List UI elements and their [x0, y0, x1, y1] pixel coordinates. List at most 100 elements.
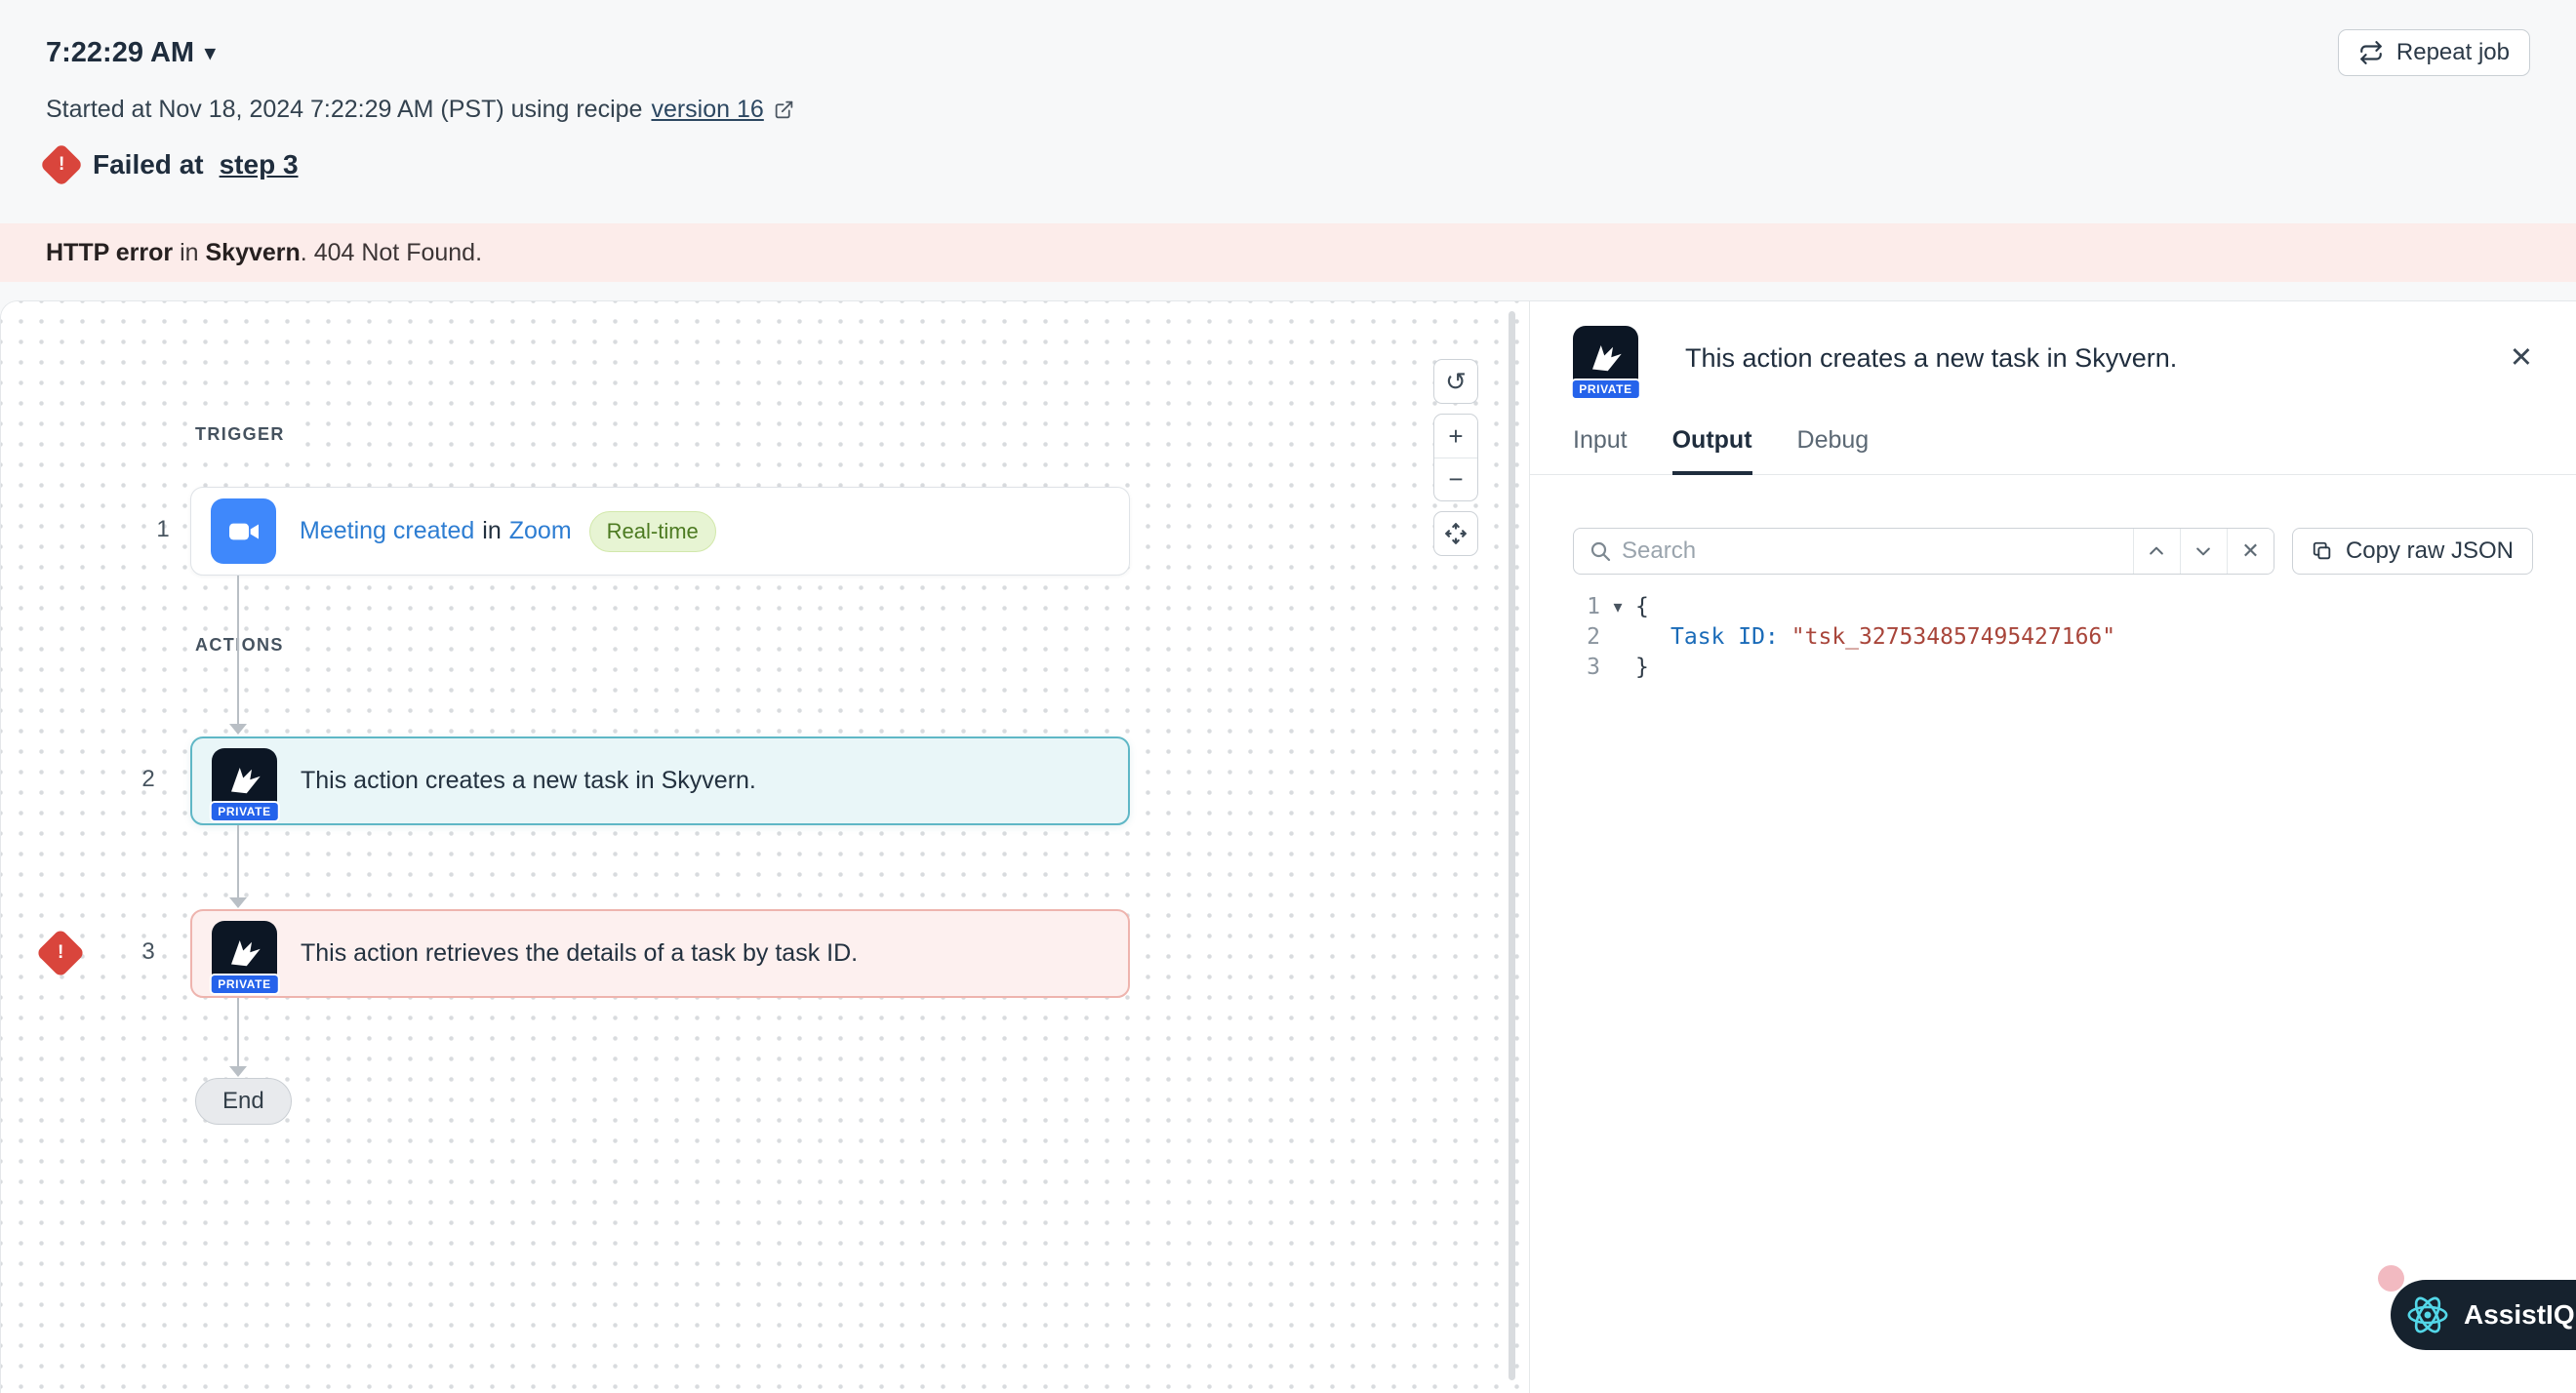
skyvern-app-icon: PRIVATE — [209, 748, 280, 822]
connector-line — [237, 998, 239, 1066]
assistiq-label: AssistIQ — [2464, 1299, 2575, 1330]
json-output-viewer: 1 ▾ { 2 Task ID: "tsk_327534857495427166… — [1530, 592, 2576, 683]
panel-title: This action creates a new task in Skyver… — [1685, 343, 2178, 373]
step-error-diamond-icon: ! — [35, 928, 86, 978]
trigger-label: TRIGGER — [193, 420, 295, 449]
trigger-app-link[interactable]: Zoom — [508, 517, 572, 544]
code-line: 2 Task ID: "tsk_327534857495427166" — [1573, 622, 2576, 653]
tab-debug[interactable]: Debug — [1796, 426, 1870, 454]
close-icon: ✕ — [2509, 342, 2533, 374]
assistiq-notification-dot — [2378, 1265, 2404, 1292]
code-brace-open: { — [1635, 594, 1649, 619]
run-status-row: ! Failed at step 3 — [39, 142, 2530, 187]
search-prev-button[interactable] — [2132, 529, 2180, 574]
end-node: End — [195, 1078, 292, 1125]
step-number-2: 2 — [141, 766, 155, 792]
output-toolbar: ✕ Copy raw JSON — [1530, 528, 2576, 575]
main-sheet: TRIGGER 1 Meeting created in Zoom Real-t… — [0, 300, 2576, 1393]
step-number-1: 1 — [156, 516, 170, 542]
zoom-app-icon — [211, 498, 276, 564]
tab-output[interactable]: Output — [1671, 426, 1752, 475]
private-badge: PRIVATE — [1570, 378, 1641, 400]
realtime-badge: Real-time — [588, 510, 716, 552]
private-badge: PRIVATE — [209, 801, 280, 822]
action-step-2-card[interactable]: PRIVATE This action creates a new task i… — [190, 736, 1130, 825]
search-icon — [1589, 539, 1612, 563]
close-panel-button[interactable]: ✕ — [2510, 344, 2533, 373]
code-line: 3 } — [1573, 653, 2576, 683]
run-started-text: Started at Nov 18, 2024 7:22:29 AM (PST)… — [46, 96, 643, 123]
connector-arrow-icon — [229, 1066, 247, 1077]
external-link-icon — [775, 100, 793, 119]
canvas-zoom-controls: + − — [1433, 414, 1478, 501]
copy-icon — [2313, 541, 2331, 560]
line-number: 3 — [1587, 655, 1600, 680]
reset-view-button[interactable]: ↺ — [1434, 360, 1477, 403]
workflow-canvas[interactable]: TRIGGER 1 Meeting created in Zoom Real-t… — [1, 301, 1529, 1393]
copy-raw-json-button[interactable]: Copy raw JSON — [2291, 528, 2533, 575]
json-key: Task ID: — [1670, 624, 1779, 650]
run-meta: Started at Nov 18, 2024 7:22:29 AM (PST)… — [46, 96, 2530, 124]
error-banner: HTTP error in Skyvern. 404 Not Found. — [0, 223, 2576, 282]
repeat-job-button[interactable]: Repeat job — [2337, 29, 2530, 76]
atom-icon — [2407, 1296, 2448, 1333]
panel-tabs: Input Output Debug — [1530, 426, 2576, 475]
code-brace-close: } — [1635, 655, 1649, 680]
search-group: ✕ — [1573, 528, 2274, 575]
failed-step-link[interactable]: step 3 — [219, 149, 299, 179]
dragon-icon — [230, 767, 261, 793]
error-banner-text: in — [173, 238, 206, 266]
action-step-3-card[interactable]: PRIVATE This action retrieves the detail… — [190, 909, 1130, 998]
fit-view-button[interactable] — [1434, 512, 1477, 555]
error-diamond-icon: ! — [39, 142, 84, 187]
zoom-out-button[interactable]: − — [1434, 458, 1477, 500]
zoom-in-button[interactable]: + — [1434, 415, 1477, 458]
run-timestamp: 7:22:29 AM — [46, 36, 195, 68]
repeat-icon — [2360, 41, 2382, 64]
connector-line — [237, 825, 239, 897]
close-icon: ✕ — [2241, 538, 2260, 563]
trigger-event-link[interactable]: Meeting created — [300, 517, 475, 544]
video-camera-icon — [228, 523, 259, 539]
private-badge: PRIVATE — [209, 974, 280, 995]
chevron-down-icon — [2196, 547, 2211, 556]
canvas-scrollbar[interactable] — [1509, 311, 1515, 1380]
canvas-fit-control — [1433, 511, 1478, 556]
reset-icon: ↺ — [1445, 366, 1467, 396]
search-next-button[interactable] — [2179, 529, 2227, 574]
chevron-up-icon — [2150, 546, 2164, 555]
plus-icon: + — [1448, 420, 1464, 451]
search-input[interactable] — [1622, 529, 2133, 574]
connector-arrow-icon — [229, 897, 247, 908]
repeat-job-label: Repeat job — [2395, 39, 2510, 65]
assistiq-widget[interactable]: AssistIQ — [2391, 1280, 2576, 1350]
caret-down-icon: ▾ — [205, 41, 216, 64]
trigger-step-card[interactable]: Meeting created in Zoom Real-time — [190, 487, 1130, 576]
search-clear-button[interactable]: ✕ — [2226, 529, 2274, 574]
run-timestamp-dropdown[interactable]: 7:22:29 AM ▾ — [46, 37, 216, 69]
line-number: 1 — [1587, 594, 1600, 619]
trigger-connector-text: in — [482, 517, 502, 544]
error-banner-app: Skyvern — [205, 238, 301, 266]
minus-icon: − — [1448, 464, 1464, 494]
actions-label: ACTIONS — [193, 631, 294, 659]
panel-header: PRIVATE This action creates a new task i… — [1530, 301, 2576, 400]
connector-arrow-icon — [229, 724, 247, 735]
skyvern-app-icon: PRIVATE — [209, 921, 280, 995]
dragon-icon — [230, 939, 261, 966]
copy-raw-json-label: Copy raw JSON — [2345, 537, 2514, 564]
recipe-version-link[interactable]: version 16 — [651, 96, 764, 123]
canvas-reset-control: ↺ — [1433, 359, 1478, 404]
step-detail-panel: PRIVATE This action creates a new task i… — [1529, 301, 2576, 1393]
tab-input[interactable]: Input — [1573, 426, 1628, 454]
dragon-icon — [1591, 344, 1622, 371]
connector-line — [237, 576, 239, 724]
line-number: 2 — [1587, 624, 1600, 650]
move-arrows-icon — [1445, 523, 1467, 544]
action-step-3-text: This action retrieves the details of a t… — [301, 939, 859, 967]
action-step-2-text: This action creates a new task in Skyver… — [301, 767, 756, 794]
error-banner-detail: . 404 Not Found. — [300, 238, 483, 266]
collapse-caret-icon[interactable]: ▾ — [1613, 597, 1623, 617]
skyvern-app-icon: PRIVATE — [1570, 326, 1641, 400]
